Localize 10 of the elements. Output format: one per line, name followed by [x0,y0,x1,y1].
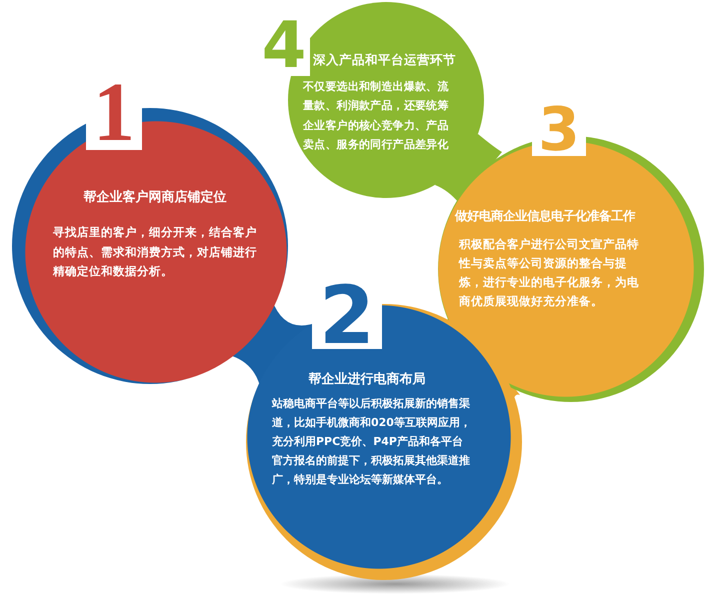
panel-text: 积极配合客户进行公司文宣产品特性与卖点等公司资源的整合与提炼，进行专业的电子化服务，为电商优质展现做好充分准备。 [459,236,640,310]
panel-heading: 帮企业客户网商店铺定位 [82,190,228,207]
panel-heading: 做好电商企业信息电子化准备工作 [455,209,636,225]
step-number: 3 [532,104,586,156]
panel-text: 不仅要选出和制造出爆款、流量款、利润款产品，还要统筹企业客户的核心竞争力、产品卖点、服务的同行产品差异化 [303,79,450,153]
panel-heading: 帮企业进行电商布局 [308,372,426,389]
step-number: 2 [312,283,382,349]
panel-heading: 深入产品和平台运营环节 [313,52,457,68]
panel-text: 站稳电商平台等以后积极拓展新的销售渠道，比如手机微商和020等互联网应用，充分利用PPC竞价、P4P产品和各平台官方报名的前提下，积极拓展其他渠道推广，特别是专业论坛等新媒体平台。 [272,396,472,488]
panel-text: 寻找店里的客户，细分开来，结合客户的特点、需求和消费方式，对店铺进行精确定位和数据分析。 [53,224,258,280]
